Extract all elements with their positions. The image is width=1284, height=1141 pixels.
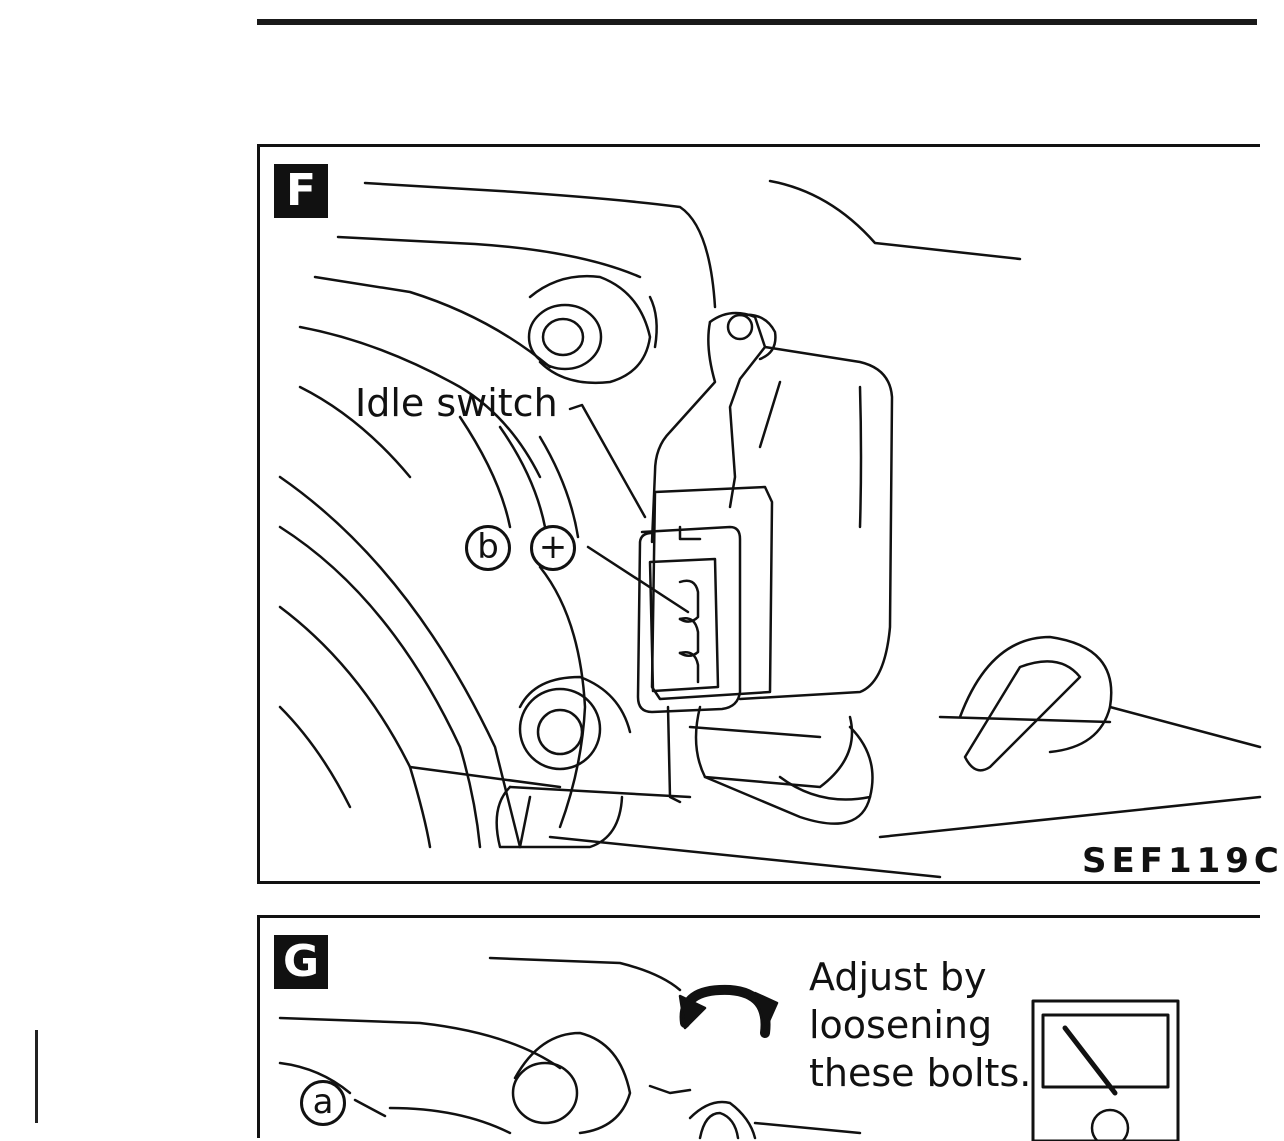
panel-badge-f: F [274,164,328,218]
adjust-note-line-3: these bolts. [809,1051,1032,1095]
throttle-body-illustration-f [278,179,1262,879]
analog-meter-icon [1033,1001,1178,1141]
figure-code: SEF119C [1082,841,1284,881]
positive-terminal-marker: + [530,525,576,571]
figure-panel-f: F Idle switch b + SEF119C [257,144,1279,884]
adjust-note-line-2: loosening [809,1003,993,1047]
idle-switch-label: Idle switch [355,381,558,425]
adjust-note-line-1: Adjust by [809,955,987,999]
left-margin-rule [35,1030,38,1123]
figure-panel-g: G a Adjust by loosening these bolts. [257,915,1260,1141]
top-rule [257,19,1257,25]
terminal-a-marker: a [300,1080,346,1126]
throttle-body-illustration-g [278,956,1180,1141]
terminal-b-marker: b [465,525,511,571]
panel-badge-g: G [274,935,328,989]
